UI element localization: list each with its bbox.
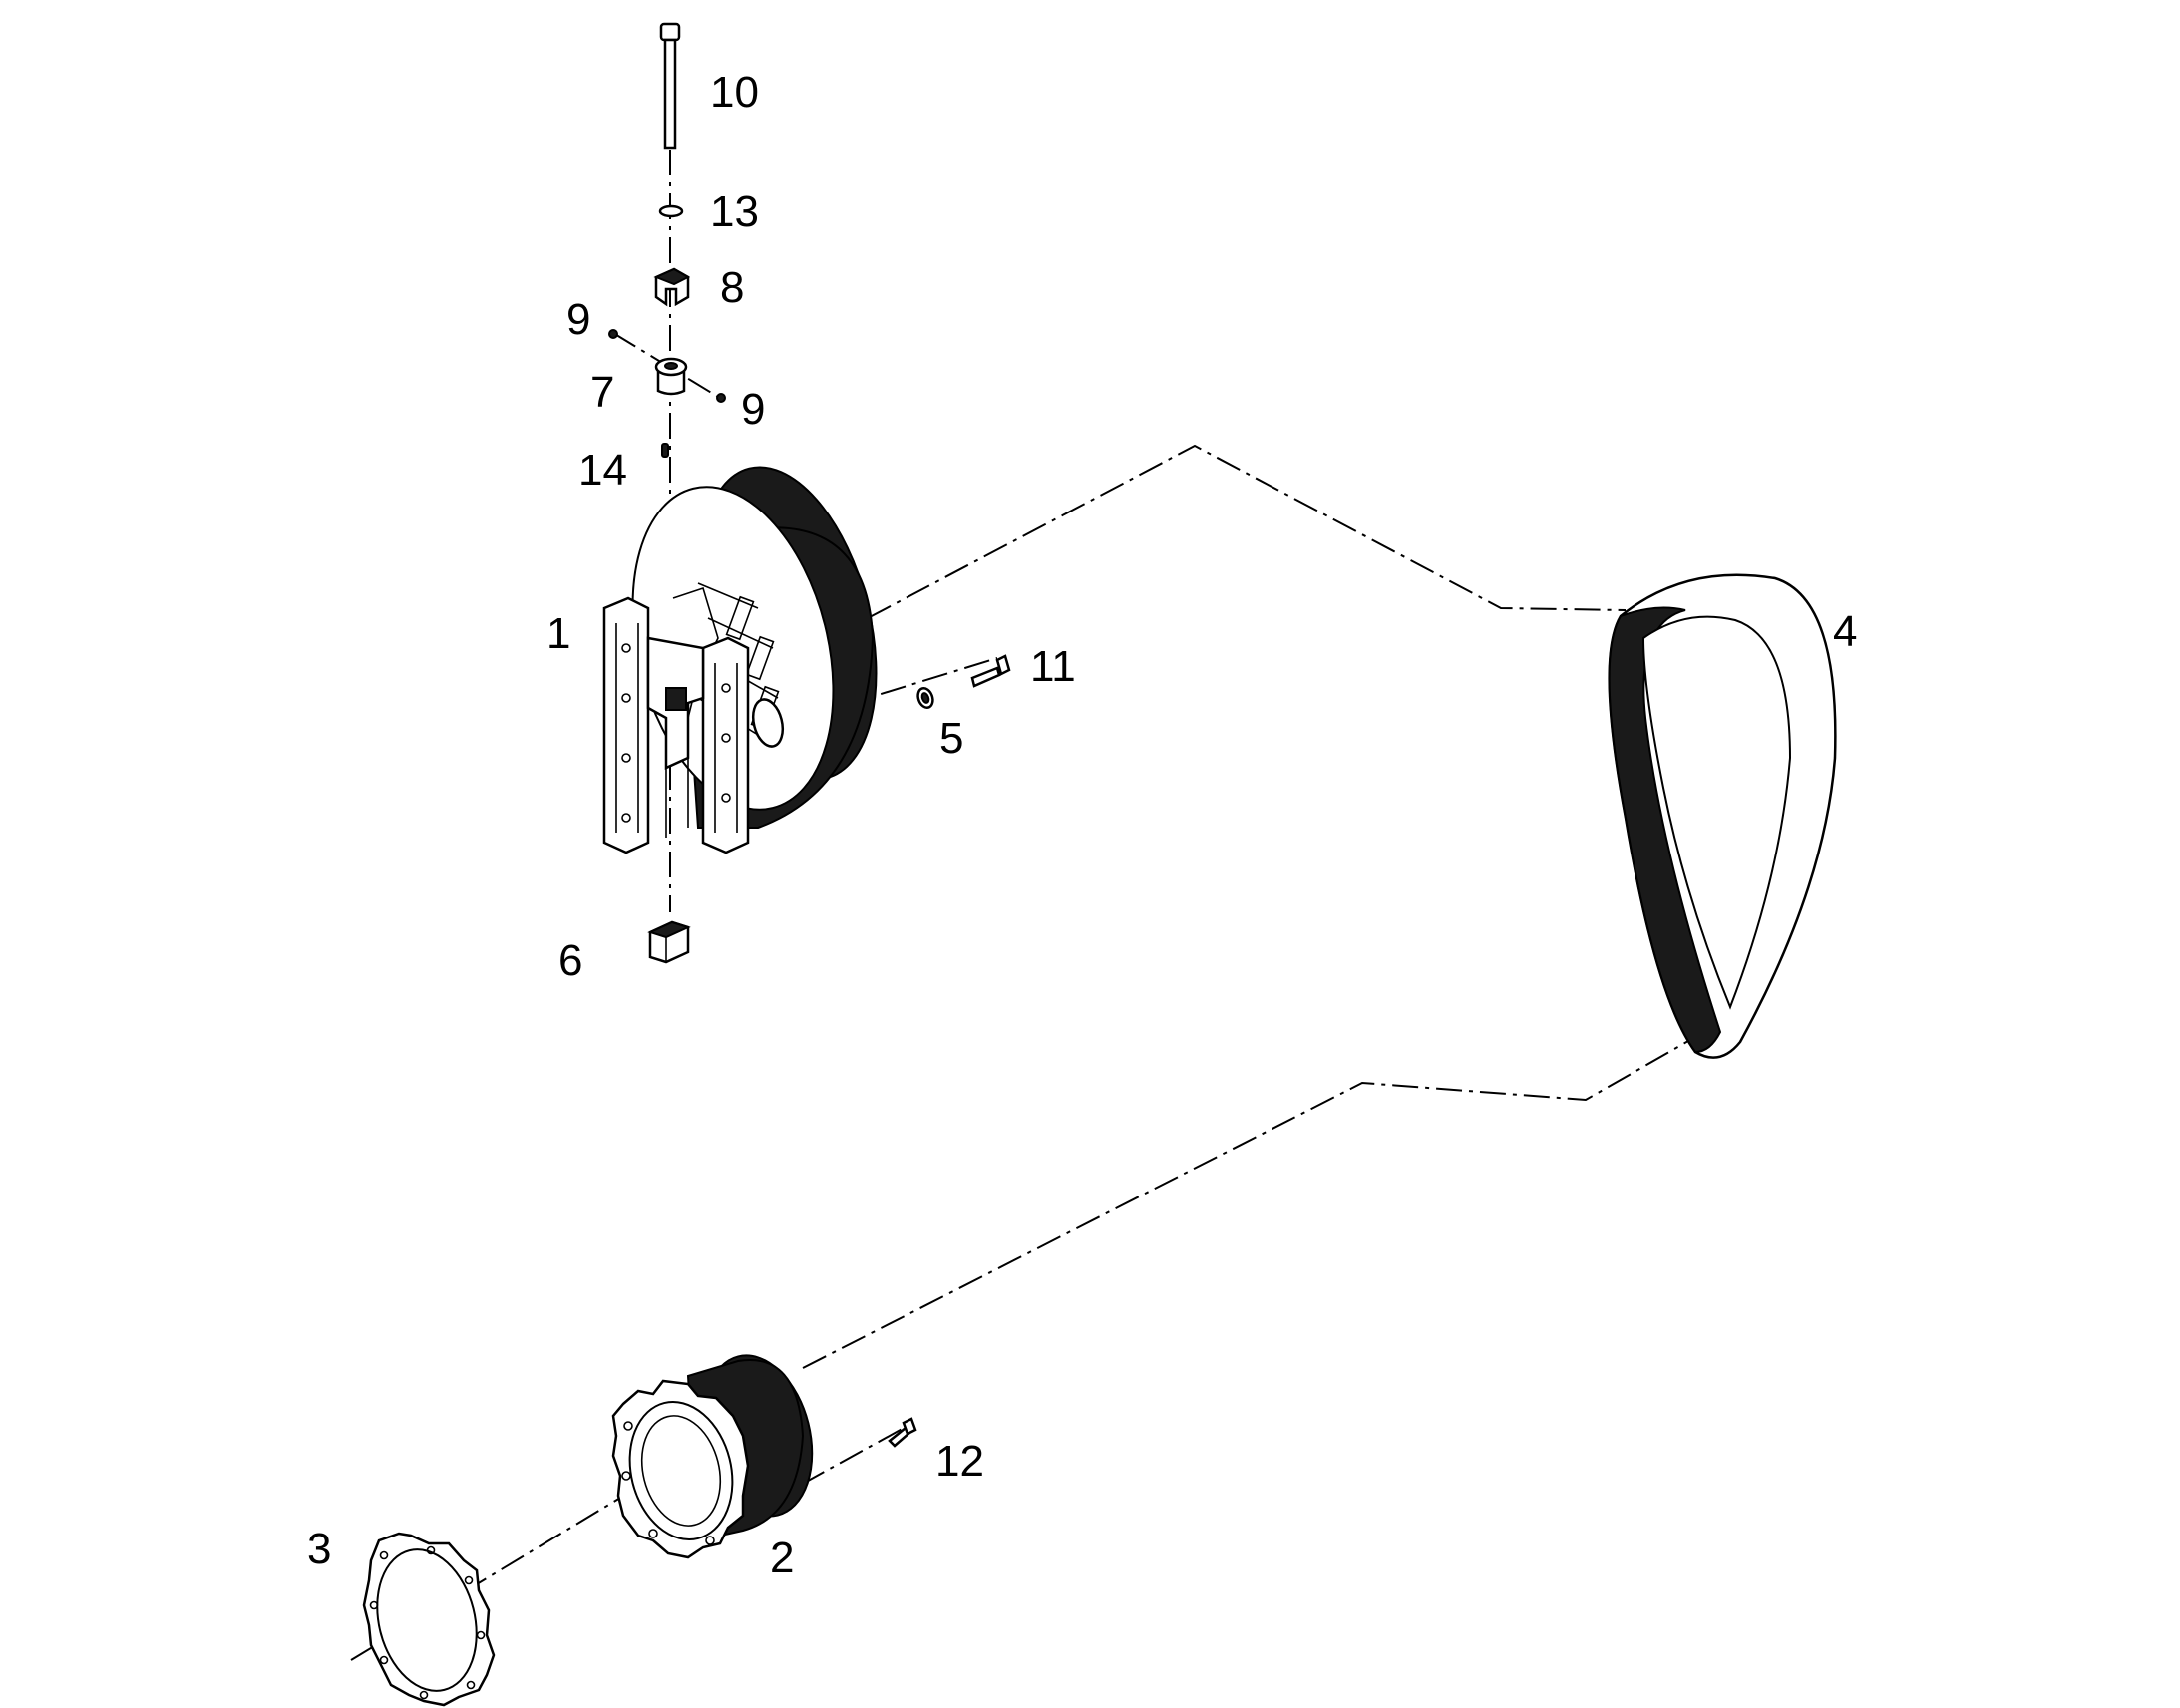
label-part-8: 8 (720, 263, 744, 312)
label-part-10: 10 (710, 68, 759, 117)
label-part-1: 1 (546, 609, 570, 658)
label-part-11: 11 (1030, 642, 1076, 691)
belt-upper-path (867, 444, 1627, 619)
label-part-9-left: 9 (566, 295, 590, 344)
label-part-12: 12 (935, 1437, 984, 1486)
part-8-clip (653, 267, 691, 307)
label-part-6: 6 (558, 936, 582, 985)
belt-lower-path (802, 1036, 1696, 1369)
part-1-drive-pulley (602, 466, 878, 854)
part-6-block (647, 920, 691, 964)
label-part-13: 13 (710, 187, 759, 236)
part-2-driven-pulley (611, 1354, 814, 1559)
assembly-axes (350, 150, 1696, 1661)
part-7-sleeve (654, 357, 688, 396)
label-part-5: 5 (939, 714, 963, 763)
part-4-drive-belt (1608, 573, 1837, 1059)
part-10-long-bolt (659, 22, 681, 150)
part-13-washer (658, 204, 684, 218)
label-part-14: 14 (578, 446, 627, 495)
part-12-bolt (888, 1417, 917, 1448)
part-labels: 1 2 3 4 5 6 7 8 9 9 10 11 12 13 14 (307, 68, 1857, 1582)
label-part-7: 7 (590, 368, 614, 417)
part-11-bolt (970, 654, 1011, 688)
label-part-2: 2 (770, 1534, 794, 1582)
part-14-pin (661, 443, 669, 458)
label-part-4: 4 (1833, 607, 1857, 656)
part-9-pin-right (716, 393, 726, 403)
label-part-9-right: 9 (741, 385, 765, 434)
bolt-12-axis (762, 1425, 908, 1507)
label-part-3: 3 (307, 1525, 331, 1573)
part-3-gasket (362, 1532, 496, 1707)
part-9-pin-left (608, 329, 618, 339)
